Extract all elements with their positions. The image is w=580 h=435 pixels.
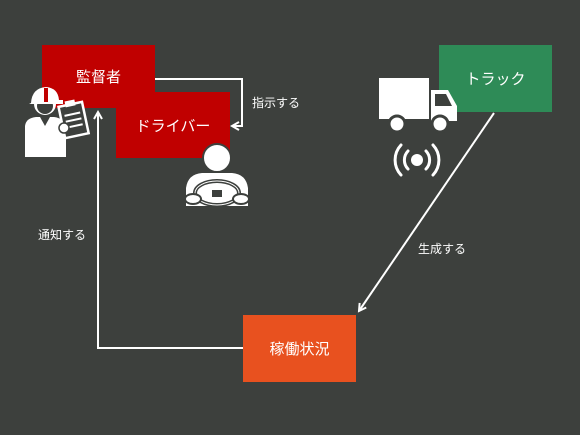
truck-label: トラック [465, 70, 526, 88]
supervisor-label: 監督者 [75, 68, 121, 86]
wireless-signal-icon [393, 143, 441, 177]
delivery-truck-icon [379, 78, 457, 134]
generate-arrow [359, 112, 495, 311]
instruct-label: 指示する [252, 96, 301, 110]
driver-at-steering-wheel-icon [184, 143, 250, 207]
notify-label: 通知する [38, 228, 87, 242]
status-label: 稼働状況 [269, 340, 330, 358]
status-node: 稼働状況 [243, 315, 356, 382]
notify-arrow [98, 112, 243, 349]
supervisor-with-clipboard-icon [25, 87, 91, 157]
truck-node: トラック [439, 45, 552, 112]
driver-label: ドライバー [135, 116, 211, 135]
generate-label: 生成する [418, 242, 467, 256]
instruct-arrow [155, 78, 243, 126]
